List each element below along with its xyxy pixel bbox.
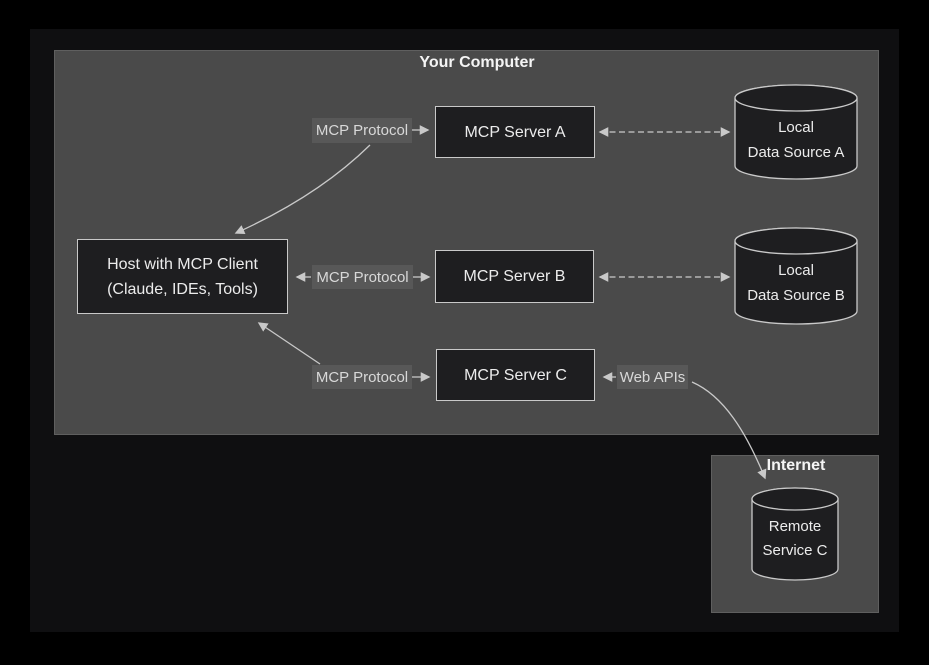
local-data-source-b-label: Local Data Source B: [747, 262, 845, 304]
internet-title: Internet: [766, 457, 826, 474]
host-label-line1: Host with MCP Client: [107, 255, 258, 273]
edge-label-web-apis: Web APIs: [617, 365, 688, 389]
mcp-server-b-label: MCP Server B: [463, 268, 566, 285]
mcp-server-c-node: MCP Server C: [436, 349, 595, 401]
edge-label-mcp-protocol-b: MCP Protocol: [312, 265, 413, 289]
edge-label-mcp-protocol-c: MCP Protocol: [312, 365, 412, 389]
mcp-server-a-label: MCP Server A: [464, 123, 566, 141]
host-label-line2: (Claude, IDEs, Tools): [107, 280, 258, 298]
your-computer-title: Your Computer: [419, 54, 535, 71]
mcp-server-c-label: MCP Server C: [464, 366, 567, 384]
edge-label-mcp-protocol-a: MCP Protocol: [312, 118, 412, 143]
local-data-source-a-label: Local Data Source A: [747, 119, 845, 161]
host-node: Host with MCP Client (Claude, IDEs, Tool…: [77, 239, 288, 314]
mcp-server-b-node: MCP Server B: [435, 250, 594, 303]
remote-service-c-label: Remote Service C: [762, 518, 828, 559]
mcp-server-a-node: MCP Server A: [435, 106, 595, 158]
